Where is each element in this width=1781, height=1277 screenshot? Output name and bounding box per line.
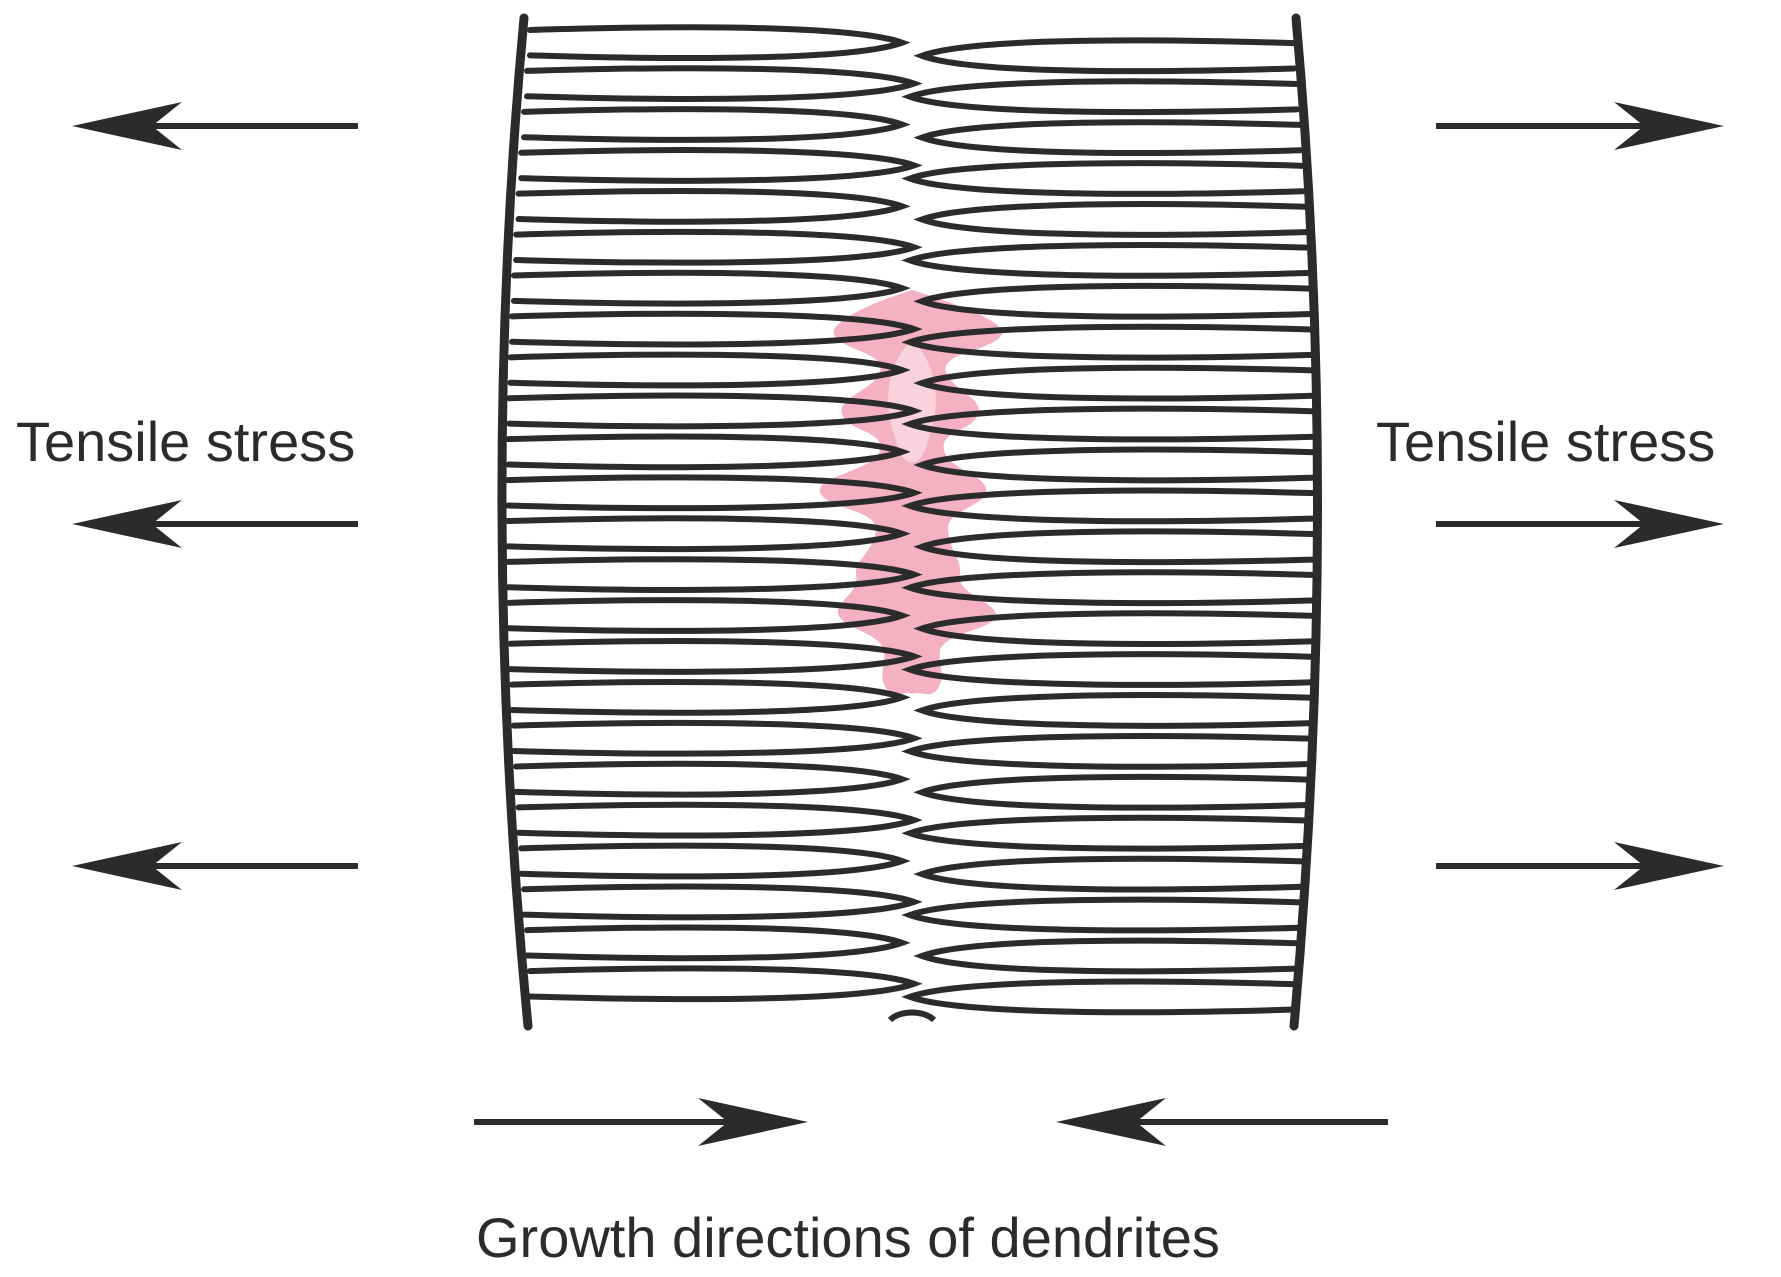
tensile-arrow-right-3-head bbox=[1614, 842, 1724, 890]
dendrite-arm-right bbox=[913, 773, 1311, 811]
dendrite-arm-right bbox=[901, 814, 1309, 852]
dendrite-arm-left bbox=[507, 638, 923, 675]
fusion-boundaries bbox=[497, 13, 1322, 1031]
dendrite-arm-left bbox=[513, 228, 923, 266]
dendrite-arm-right bbox=[901, 241, 1311, 279]
dendrite-arm-left bbox=[524, 65, 923, 102]
centreline-end bbox=[887, 1009, 937, 1023]
dendrite-arm-left bbox=[524, 924, 911, 962]
tensile-arrow-left-2-head bbox=[72, 500, 182, 548]
dendrite-arm-right bbox=[913, 446, 1319, 484]
tensile-stress-label-left: Tensile stress bbox=[16, 410, 356, 473]
dendrite-arm-right bbox=[901, 651, 1317, 688]
growth-arrow-right-head bbox=[1056, 1098, 1166, 1146]
dendrite-arm-right bbox=[913, 119, 1303, 156]
force-arrows bbox=[72, 102, 1724, 1146]
dendrite-arm-left bbox=[506, 597, 911, 634]
dendrite-arm-left bbox=[510, 719, 923, 757]
dendrite-arm-left bbox=[513, 760, 911, 798]
dendrite-arm-right bbox=[913, 610, 1318, 647]
dendrite-arm-left bbox=[509, 678, 911, 716]
growth-arrow-left-head bbox=[698, 1098, 808, 1146]
dendrite-arm-right bbox=[901, 78, 1300, 116]
dendrite-arm-left bbox=[507, 351, 911, 389]
dendrite-arm-right bbox=[901, 896, 1303, 934]
dendrite-arm-right bbox=[913, 364, 1317, 402]
dendrite-arm-right bbox=[901, 732, 1314, 770]
left-fusion-boundary bbox=[497, 13, 533, 1031]
growth-directions-label: Growth directions of dendrites bbox=[476, 1206, 1220, 1269]
dendrite-arm-right bbox=[901, 978, 1297, 1016]
dendrite-arm-left bbox=[518, 842, 911, 880]
dendrite-arm-left bbox=[527, 965, 923, 1003]
dendrite-arm-left bbox=[521, 106, 911, 143]
dendrite-arm-left bbox=[521, 883, 923, 921]
dendrite-arm-right bbox=[913, 37, 1297, 75]
dendrite-arm-left bbox=[506, 392, 923, 430]
tensile-arrow-left-3-head bbox=[72, 842, 182, 890]
dendrite-arm-right bbox=[901, 405, 1318, 443]
dendrite-arm-right bbox=[901, 160, 1306, 197]
dendrite-arm-left bbox=[505, 515, 911, 553]
dendrite-arm-left bbox=[515, 801, 923, 839]
dendrite-arm-left bbox=[518, 147, 923, 184]
dendrite-arm-left bbox=[527, 24, 911, 62]
tensile-arrow-right-1-head bbox=[1614, 102, 1724, 150]
dendrite-arm-left bbox=[505, 433, 911, 471]
dendrite-arm-right bbox=[913, 937, 1300, 975]
dendrite-arm-left bbox=[505, 556, 923, 593]
dendrite-arm-left bbox=[510, 269, 911, 307]
tensile-stress-label-right: Tensile stress bbox=[1376, 410, 1716, 473]
dendrite-arm-left bbox=[515, 187, 911, 225]
right-fusion-boundary bbox=[1289, 13, 1322, 1031]
dendrite-arm-right bbox=[913, 201, 1309, 238]
dendrite-arm-right bbox=[913, 692, 1315, 729]
dendrite-arm-right bbox=[913, 855, 1306, 893]
tensile-arrow-right-2-head bbox=[1614, 500, 1724, 548]
dendrite-arm-right bbox=[901, 569, 1319, 607]
dendrite-arm-right bbox=[913, 528, 1319, 566]
columnar-dendrites bbox=[505, 24, 1319, 1023]
dendrite-arm-right bbox=[901, 323, 1315, 361]
dendrite-arm-left bbox=[505, 474, 923, 512]
dendrite-arm-left bbox=[509, 310, 923, 348]
dendrite-arm-right bbox=[913, 282, 1314, 320]
dendrite-arm-right bbox=[901, 487, 1319, 525]
tensile-arrow-left-1-head bbox=[72, 102, 182, 150]
